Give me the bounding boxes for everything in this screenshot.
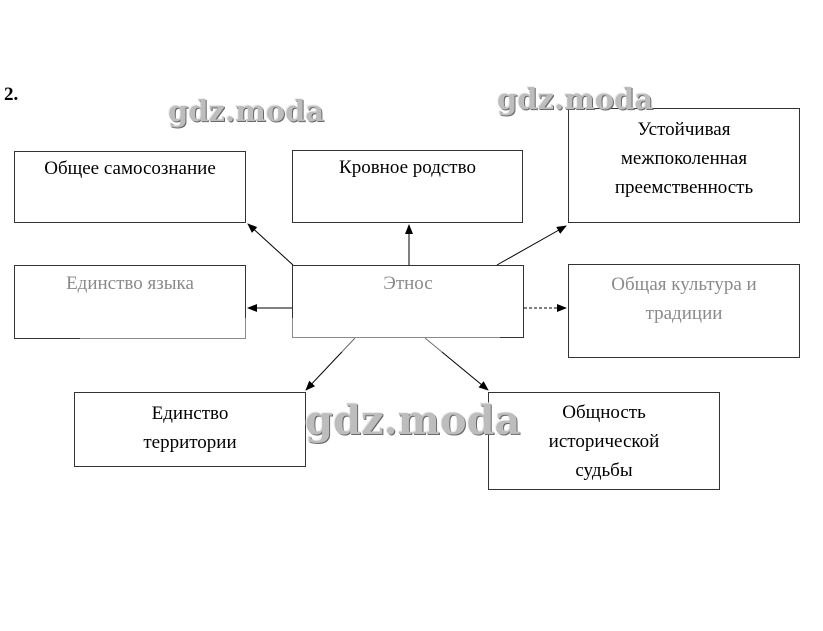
task-number: 2. (4, 84, 19, 105)
box-center-ethnos: Этнос (292, 265, 524, 338)
box-history-line-1: Общность (562, 402, 646, 423)
box-continuity-line-1: Устойчивая (637, 119, 731, 140)
box-history: Общность исторической судьбы (488, 392, 720, 490)
box-continuity-line-2: межпоколенная (620, 148, 748, 169)
watermark-3: gdz.moda (305, 397, 521, 444)
watermark-2: gdz.moda (497, 82, 654, 116)
box-history-line-3: судьбы (575, 460, 633, 481)
box-language-text: Единство языка (66, 273, 194, 294)
box-blood-kinship-text: Кровное родство (339, 157, 476, 178)
arrow-to-self-awareness (247, 223, 294, 266)
arrow-to-territory (305, 337, 356, 391)
box-territory-line-2: территории (143, 432, 237, 453)
box-self-awareness-text: Общее самосознание (44, 158, 216, 179)
center-ethnos-text: Этнос (383, 273, 433, 294)
box-continuity-line-3: преемственность (614, 177, 754, 198)
watermark-1: gdz.moda (168, 94, 325, 128)
box-language: Единство языка (14, 265, 246, 339)
box-culture: Общая культура и традиции (568, 264, 800, 358)
arrow-to-history (424, 337, 489, 391)
arrow-to-continuity (496, 225, 567, 266)
box-culture-line-2: традиции (645, 303, 723, 324)
box-culture-line-1: Общая культура и (611, 274, 757, 295)
box-self-awareness: Общее самосознание (14, 151, 246, 223)
box-history-line-2: исторической (548, 431, 660, 452)
box-blood-kinship: Кровное родство (292, 150, 523, 223)
box-territory-line-1: Единство (151, 403, 229, 424)
box-territory: Единство территории (74, 392, 306, 467)
box-continuity: Устойчивая межпоколенная преемственность (568, 108, 800, 223)
watermark-wash (80, 318, 500, 352)
